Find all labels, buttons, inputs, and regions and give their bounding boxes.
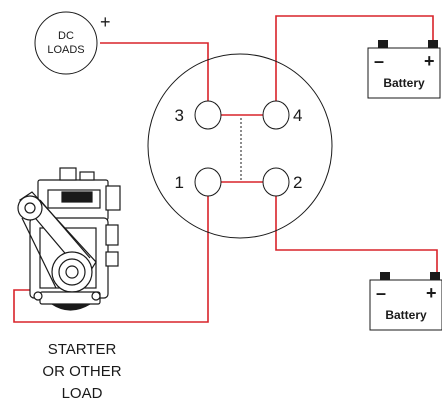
battery-1-neg-post — [378, 40, 388, 48]
wire-dc-loads-to-terminal-3 — [100, 42, 209, 102]
dc-loads: DC LOADS + — [34, 11, 111, 75]
battery-1: – + Battery — [367, 40, 441, 99]
starter-label: STARTER OR OTHER LOAD — [42, 341, 121, 402]
battery-2-minus: – — [376, 283, 386, 303]
battery-2-pos-post — [430, 272, 440, 280]
starter-motor-illustration — [17, 167, 121, 311]
terminal-2-label: 2 — [293, 173, 302, 192]
starter-label-line1: STARTER — [48, 341, 117, 358]
battery-1-body — [367, 47, 441, 99]
wire-terminal-1-to-starter — [13, 195, 209, 323]
wires — [13, 15, 438, 323]
dc-loads-label-line1: DC — [58, 30, 74, 42]
battery-1-label: Battery — [383, 76, 425, 90]
dc-loads-circle — [34, 11, 98, 75]
terminal-4 — [262, 100, 290, 130]
wire-terminal-2-to-battery2 — [275, 195, 438, 280]
dc-loads-plus-sign: + — [100, 12, 111, 32]
battery-2-label: Battery — [385, 308, 427, 322]
terminal-2 — [262, 167, 290, 197]
battery-2-body — [369, 279, 442, 331]
wire-battery1-to-terminal-4 — [275, 15, 434, 102]
terminal-3-label: 3 — [175, 106, 184, 125]
battery-switch: 3 4 1 2 — [147, 53, 333, 239]
switch-body — [147, 53, 333, 239]
battery-2: – + Battery — [369, 272, 442, 331]
dc-loads-label-line2: LOADS — [47, 44, 84, 56]
terminal-3 — [194, 100, 222, 130]
terminal-4-label: 4 — [293, 106, 302, 125]
battery-2-plus: + — [426, 283, 437, 303]
terminal-1 — [194, 167, 222, 197]
starter-label-line2: OR OTHER — [42, 363, 121, 380]
terminal-1-label: 1 — [175, 173, 184, 192]
battery-2-neg-post — [380, 272, 390, 280]
starter-label-line3: LOAD — [62, 385, 103, 402]
battery-1-minus: – — [374, 51, 384, 71]
battery-1-plus: + — [424, 51, 435, 71]
battery-1-pos-post — [428, 40, 438, 48]
